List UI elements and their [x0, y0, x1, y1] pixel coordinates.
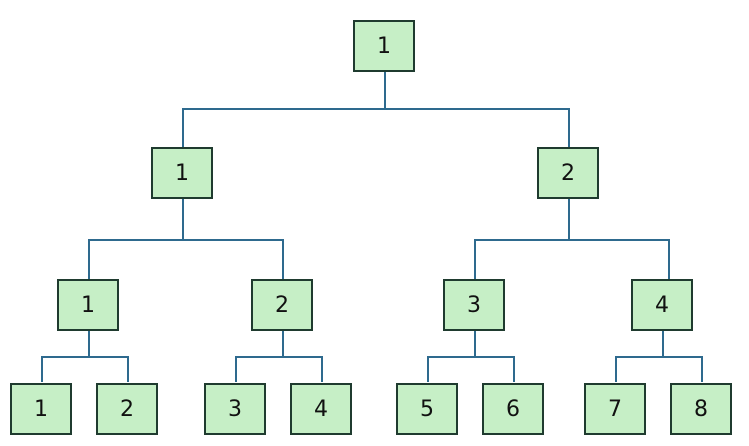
connector [182, 108, 570, 110]
connector [88, 239, 284, 241]
level3-node-8: 8 [670, 383, 732, 435]
connector [235, 356, 323, 358]
level3-node-6: 6 [482, 383, 544, 435]
connector [427, 356, 515, 358]
connector [88, 330, 90, 358]
connector [615, 356, 617, 382]
level2-node-2: 2 [251, 279, 313, 331]
connector [182, 108, 184, 148]
node-label: 3 [467, 292, 481, 318]
level2-node-4: 4 [631, 279, 693, 331]
level3-node-2: 2 [96, 383, 158, 435]
level2-node-3: 3 [443, 279, 505, 331]
connector [474, 239, 670, 241]
level1-node-2: 2 [537, 147, 599, 199]
connector [615, 356, 703, 358]
node-label: 3 [228, 396, 242, 422]
node-label: 4 [655, 292, 669, 318]
connector [282, 330, 284, 358]
level3-node-3: 3 [204, 383, 266, 435]
connector [127, 356, 129, 382]
node-label: 6 [506, 396, 520, 422]
connector [384, 72, 386, 110]
connector [668, 239, 670, 280]
connector [568, 199, 570, 240]
connector [321, 356, 323, 382]
connector [474, 330, 476, 358]
level3-node-4: 4 [290, 383, 352, 435]
node-label: 2 [120, 396, 134, 422]
connector [474, 239, 476, 280]
connector [662, 330, 664, 358]
node-label: 5 [420, 396, 434, 422]
connector [427, 356, 429, 382]
level2-node-1: 1 [57, 279, 119, 331]
connector [513, 356, 515, 382]
node-label: 1 [377, 33, 391, 59]
connector [701, 356, 703, 382]
level1-node-1: 1 [151, 147, 213, 199]
connector [282, 239, 284, 280]
connector [88, 239, 90, 280]
node-label: 8 [694, 396, 708, 422]
connector [41, 356, 129, 358]
connector [41, 356, 43, 382]
level3-node-7: 7 [584, 383, 646, 435]
connector [235, 356, 237, 382]
connector [568, 108, 570, 148]
node-label: 4 [314, 396, 328, 422]
node-label: 1 [81, 292, 95, 318]
node-label: 1 [34, 396, 48, 422]
level3-node-5: 5 [396, 383, 458, 435]
node-label: 1 [175, 160, 189, 186]
connector [182, 199, 184, 240]
node-label: 2 [561, 160, 575, 186]
node-label: 7 [608, 396, 622, 422]
root-node: 1 [353, 20, 415, 72]
node-label: 2 [275, 292, 289, 318]
level3-node-1: 1 [10, 383, 72, 435]
